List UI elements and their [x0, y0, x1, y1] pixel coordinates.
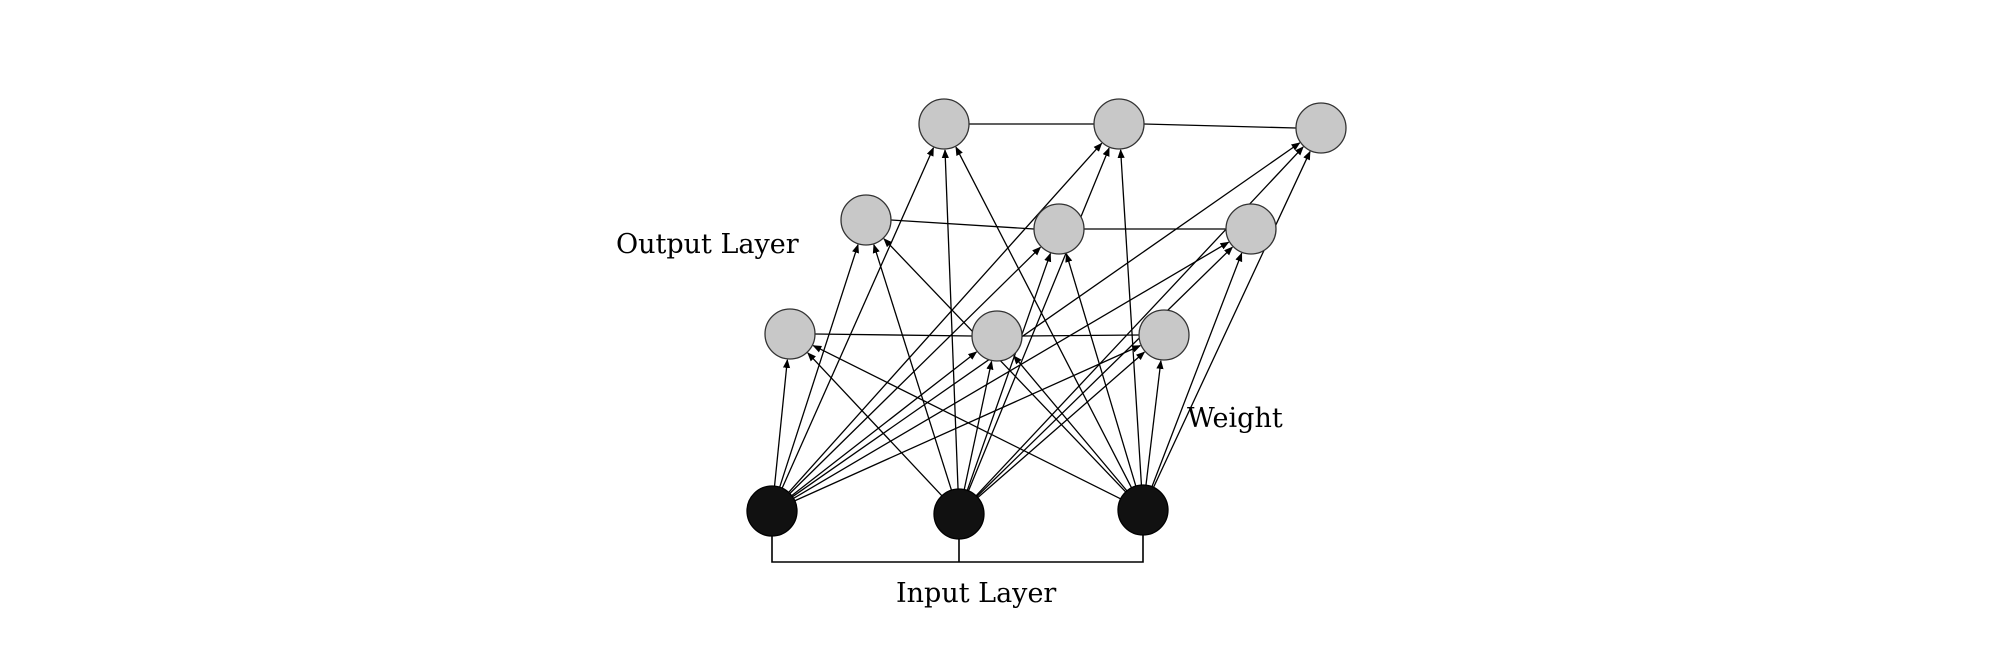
- weight-edge: [1144, 359, 1164, 496]
- output-layer-nodes: [764, 98, 1347, 362]
- weight-edge: [883, 238, 1134, 500]
- weight-edge: [969, 246, 1234, 504]
- weight-edge: [775, 243, 859, 497]
- output-node: [1295, 102, 1347, 154]
- output-grid-lines: [814, 123, 1297, 337]
- input-node: [746, 485, 798, 537]
- weight-edge: [969, 351, 1146, 505]
- weight-edge: [807, 352, 950, 504]
- weight-edge: [963, 252, 1052, 501]
- output-row-line: [1143, 123, 1297, 129]
- output-row-line: [814, 333, 973, 337]
- input-layer-nodes: [746, 484, 1169, 540]
- weight-edge: [964, 147, 1110, 501]
- weight-edge: [1013, 355, 1134, 499]
- weight-edge: [1148, 150, 1311, 497]
- weight-connections: [772, 142, 1311, 506]
- output-node: [1093, 98, 1145, 150]
- weight-edge: [785, 345, 1142, 506]
- output-node: [918, 98, 970, 150]
- weight-label: Weight: [1187, 403, 1283, 434]
- weight-edge: [872, 243, 956, 500]
- output-node: [1138, 309, 1190, 361]
- weight-edge: [1065, 253, 1140, 496]
- weight-edge: [783, 142, 1301, 503]
- weight-edge: [1147, 252, 1243, 497]
- output-node: [1033, 203, 1085, 255]
- weight-edge: [1117, 149, 1143, 496]
- input-node: [1117, 484, 1169, 536]
- weight-edge: [961, 360, 994, 500]
- weight-edge: [812, 345, 1130, 504]
- weight-edge: [772, 358, 791, 497]
- weight-edge: [777, 146, 935, 498]
- input-layer-label: Input Layer: [896, 578, 1056, 609]
- output-node: [764, 308, 816, 360]
- weight-edge: [781, 142, 1103, 501]
- input-node: [933, 488, 985, 540]
- output-node: [971, 310, 1023, 362]
- output-node: [840, 194, 892, 246]
- output-row-line: [1021, 334, 1140, 337]
- output-node: [1225, 203, 1277, 255]
- input-bus-line: [771, 533, 1144, 563]
- output-layer-label: Output Layer: [616, 229, 799, 260]
- weight-edge: [784, 241, 1230, 504]
- weight-edge: [955, 146, 1137, 497]
- weight-edge: [783, 351, 978, 503]
- output-row-line: [890, 219, 1035, 230]
- weight-edge: [941, 149, 960, 500]
- input-bus: [771, 533, 1144, 563]
- weight-edge: [782, 246, 1042, 501]
